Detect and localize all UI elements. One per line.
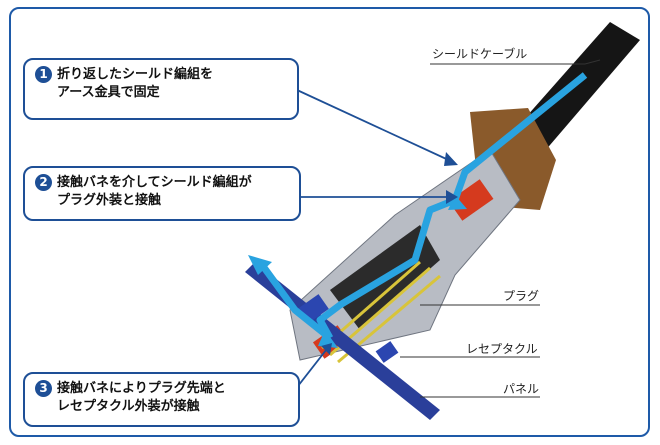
panel-label: パネル — [503, 382, 540, 396]
receptacle-label: レセプタクル — [466, 342, 538, 356]
plug-label: プラグ — [503, 289, 540, 303]
callout-3-number: 3 — [35, 380, 52, 397]
callout-1-leader — [296, 89, 456, 164]
receptacle-ring-2 — [375, 341, 399, 363]
callout-1-number: 1 — [35, 66, 52, 83]
cable-label: シールドケーブル — [432, 47, 528, 61]
callout-3-line1: 接触バネによりプラグ先端と — [57, 381, 226, 396]
callout-2: 2 接触バネを介してシールド編組が プラグ外装と接触 — [23, 166, 301, 221]
current-arrow-head-2 — [318, 330, 338, 348]
panel-plate — [245, 262, 440, 420]
spring-contact-upper — [448, 179, 494, 221]
callout-1-line1: 折り返したシールド編組を — [57, 67, 214, 82]
callout-1: 1 折り返したシールド編組を アース金具で固定 — [23, 58, 299, 120]
current-arrow-head — [248, 255, 272, 275]
current-path-branch — [257, 259, 333, 341]
callout-2-number: 2 — [35, 174, 52, 191]
callout-2-line1: 接触バネを介してシールド編組が — [57, 175, 252, 190]
current-arrow-head-3 — [448, 195, 467, 210]
callout-1-line2: アース金具で固定 — [57, 85, 160, 100]
current-path — [316, 72, 588, 340]
callout-3: 3 接触バネによりプラグ先端と レセプタクル外装が接触 — [23, 372, 300, 427]
callout-3-line2: レセプタクル外装が接触 — [57, 399, 200, 414]
cable-label-pointer — [584, 59, 601, 65]
callout-2-line2: プラグ外装と接触 — [57, 193, 162, 208]
callout-3-arrow — [321, 343, 332, 355]
callout-3-leader — [297, 344, 331, 387]
callout-1-arrow — [444, 152, 458, 166]
callout-2-arrow — [446, 190, 458, 204]
